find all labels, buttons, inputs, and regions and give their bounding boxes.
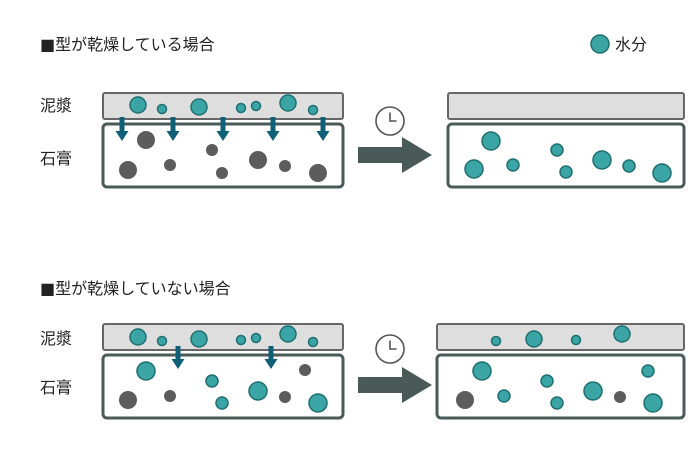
water-particle [235, 334, 247, 346]
solid-particle [279, 160, 291, 172]
water-particle [464, 159, 484, 179]
water-particle [506, 158, 520, 172]
solid-particle [249, 151, 267, 169]
plaster-label: 石膏 [40, 378, 72, 397]
water-particle [497, 389, 511, 403]
water-particle [308, 393, 328, 413]
water-particle [190, 330, 208, 348]
water-particle [641, 364, 655, 378]
water-particle [525, 330, 543, 348]
plaster-particles-after [456, 361, 663, 413]
water-particle [550, 143, 564, 157]
absorption-arrow [316, 117, 330, 141]
water-particle [643, 393, 663, 413]
solid-particle [137, 131, 155, 149]
water-particle [622, 159, 636, 173]
water-particle [550, 396, 564, 410]
solid-particle [614, 391, 626, 403]
water-particle [248, 381, 268, 401]
absorption-arrow [115, 117, 129, 141]
solid-particle [456, 391, 474, 409]
solid-particle [119, 391, 137, 409]
water-particle [156, 103, 168, 115]
water-particle [559, 165, 573, 179]
water-particle [570, 334, 582, 346]
absorption-arrows [171, 346, 278, 369]
water-particle [279, 94, 297, 112]
water-particle [205, 374, 219, 388]
water-particle [307, 336, 319, 348]
clock-icon [375, 106, 405, 136]
water-particle [250, 332, 262, 344]
solid-particle [164, 390, 176, 402]
plaster-solid-particles [119, 131, 327, 182]
absorption-arrow [216, 117, 230, 141]
transition-arrow [358, 137, 432, 173]
water-particle [613, 325, 631, 343]
water-particle [279, 325, 297, 343]
absorption-arrow [171, 346, 185, 369]
plaster-particles [119, 361, 328, 413]
water-particle [129, 328, 147, 346]
water-particle [472, 361, 492, 381]
solid-particle [309, 164, 327, 182]
water-particle [652, 163, 672, 183]
absorption-arrow [266, 117, 280, 141]
slurry-layer-after [436, 323, 685, 351]
solid-particle [299, 364, 311, 376]
water-particle [307, 104, 319, 116]
slurry-water-particles-after [490, 325, 631, 348]
solid-particle [119, 161, 137, 179]
water-particle [190, 98, 208, 116]
solid-particle [216, 167, 228, 179]
plaster-water-particles-after [464, 131, 672, 183]
absorption-arrows [115, 117, 330, 141]
section-wet: ■型が乾燥していない場合 泥漿 石膏 [40, 279, 686, 420]
legend: 水分 [590, 34, 647, 54]
water-particle [540, 374, 554, 388]
water-particle [136, 361, 156, 381]
water-particle [156, 335, 168, 347]
solid-particle [164, 159, 176, 171]
absorption-arrow [166, 117, 180, 141]
section-wet-title: ■型が乾燥していない場合 [40, 279, 231, 298]
transition-arrow [358, 367, 432, 403]
water-particle [235, 102, 247, 114]
water-particle [215, 396, 229, 410]
plaster-label: 石膏 [40, 149, 72, 168]
water-particle [583, 381, 603, 401]
slurry-water-particles [129, 94, 319, 116]
water-particle [250, 100, 262, 112]
solid-particle [206, 144, 218, 156]
clock-icon [375, 334, 405, 364]
solid-particle [279, 391, 291, 403]
legend-water-swatch [590, 34, 610, 54]
section-dry: ■型が乾燥している場合 泥漿 石膏 [40, 35, 686, 189]
slurry-water-particles [129, 325, 319, 348]
water-particle [490, 335, 502, 347]
slurry-label: 泥漿 [40, 96, 72, 115]
legend-label: 水分 [615, 35, 647, 54]
slurry-layer-after [447, 92, 685, 120]
water-particle [129, 96, 147, 114]
water-particle [592, 150, 612, 170]
absorption-arrow [264, 346, 278, 369]
slurry-label: 泥漿 [40, 329, 72, 348]
section-dry-title: ■型が乾燥している場合 [40, 35, 215, 54]
water-particle [481, 131, 501, 151]
